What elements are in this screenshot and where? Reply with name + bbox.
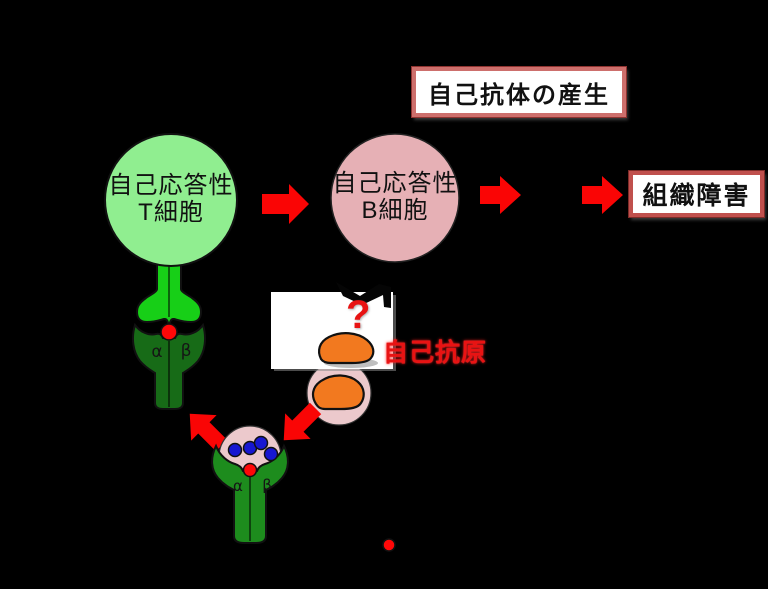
arrow-mhc-to-tcr: [189, 413, 228, 452]
mhc-presentation-complex: α β: [211, 425, 289, 544]
tissue-damage-label: 組織障害: [642, 182, 751, 210]
mhc-molecule-top: α β: [131, 322, 207, 410]
self-peptide-dot-lower: [242, 462, 258, 478]
b-cell-label: 自己応答性 B細胞: [310, 170, 480, 225]
t-cell-label-line2: T細胞: [138, 198, 204, 226]
beta-chain-label: β: [181, 341, 192, 361]
arrow-t-to-b: [262, 184, 309, 224]
b-cell-circle: [330, 133, 460, 263]
b-cell-label-line2: B細胞: [361, 196, 429, 224]
t-cell-label-line1: 自己応答性: [108, 172, 234, 199]
self-antigen-shape-lower: [311, 374, 365, 411]
tissue-damage-box: 組織障害: [629, 171, 764, 217]
beta-chain-label-lower: β: [262, 476, 272, 494]
epitope-dot: [227, 442, 243, 458]
b-cell-receptor-icon: [336, 282, 391, 308]
self-antigen-shape-box: [318, 332, 378, 368]
epitope-dot: [263, 446, 279, 462]
arrow-antigen-to-mhc: [283, 402, 322, 441]
arrow-b-to-antibody: [480, 176, 521, 214]
autoantibody-production-label: 自己抗体の産生: [428, 81, 610, 109]
question-mark-label: ?: [346, 293, 371, 337]
arrow-to-tissue-damage: [582, 176, 623, 214]
alpha-chain-label: α: [151, 342, 162, 362]
autoantibody-production-box: 自己抗体の産生: [412, 67, 626, 117]
t-cell-label: 自己応答性 T細胞: [86, 172, 256, 227]
alpha-chain-label-lower: α: [233, 477, 243, 495]
self-peptide-dot: [160, 323, 178, 341]
legend-peptide-dot: [382, 538, 396, 552]
t-cell-circle: [104, 133, 238, 267]
antigen-presenting-vesicle: [306, 360, 372, 426]
self-antigen-label: 自己抗原: [383, 339, 488, 367]
epitope-dot: [253, 435, 269, 451]
b-cell-label-line1: 自己応答性: [332, 170, 458, 197]
